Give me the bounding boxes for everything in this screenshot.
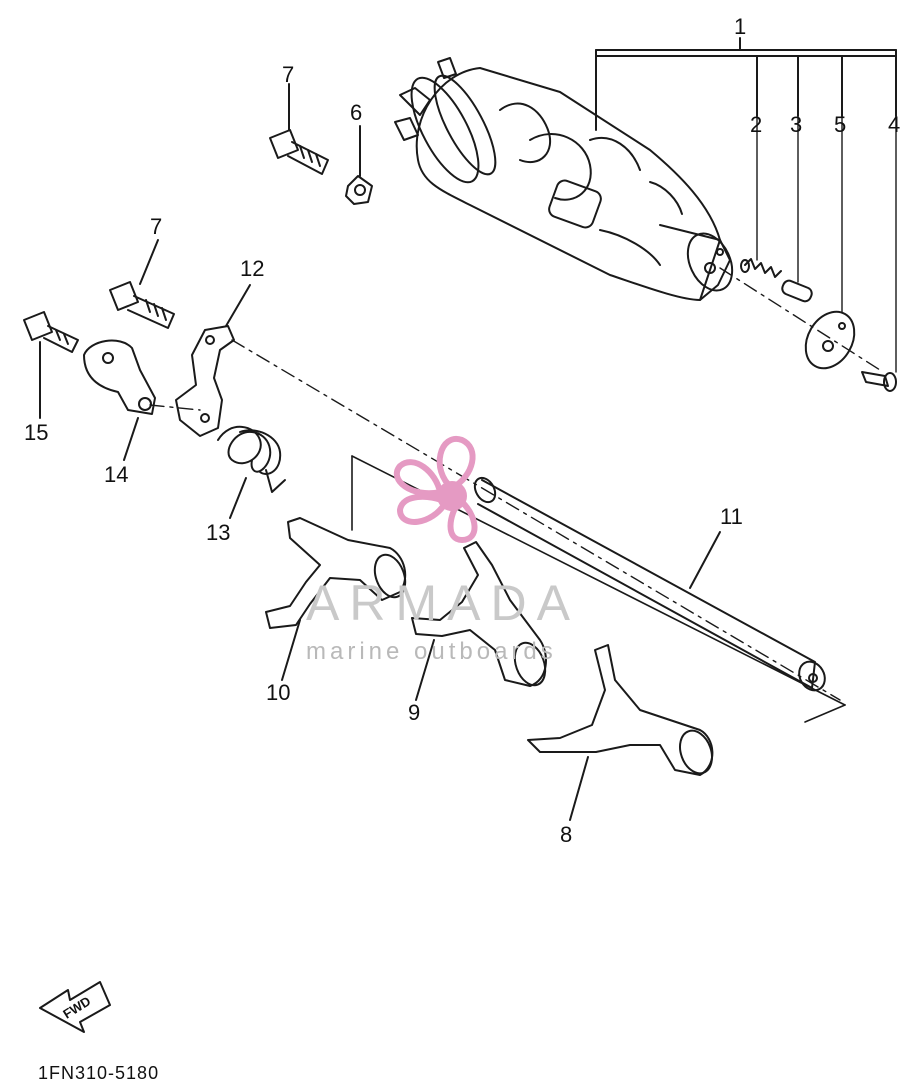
callout-12: 12 [240,256,265,281]
callout-6: 6 [350,100,363,125]
segment-plate-part-12 [175,325,235,437]
watermark-tagline: marine outboards [306,638,557,665]
callout-bracket-1 [595,37,897,131]
screw-part-4 [861,371,897,392]
bolt-part-7-lower [109,281,175,329]
shift-drum [394,57,734,301]
callout-11: 11 [720,504,743,529]
callout-15: 15 [24,420,49,445]
forward-direction-arrow-icon [39,981,111,1033]
shift-fork-part-8 [527,644,714,776]
callout-9: 9 [408,700,421,725]
shift-fork-shaft-part-11 [473,476,826,692]
callout-7-lower: 7 [150,214,163,239]
pin-part-3 [781,279,813,303]
stopper-lever-part-14 [83,339,156,415]
callout-7-upper: 7 [282,62,295,87]
watermark-propeller-icon [393,435,478,544]
callout-1: 1 [734,14,747,39]
callout-10: 10 [266,680,291,705]
plate-part-5 [804,310,856,370]
callout-8: 8 [560,822,573,847]
watermark-brand: ARMADA [306,575,580,631]
bolt-part-15 [23,311,79,353]
torsion-spring-part-13 [217,425,286,493]
spring-part-2 [740,258,782,278]
callout-4: 4 [888,112,901,137]
callout-5: 5 [834,112,847,137]
diagram-code: 1FN310-5180 [38,1063,160,1083]
washer-part-6 [345,175,373,205]
callout-14: 14 [104,462,129,487]
assembly-axis [149,267,881,701]
bolt-part-7-upper [269,129,329,175]
callout-2: 2 [750,112,763,137]
shift-fork-part-10 [265,517,407,629]
callout-13: 13 [206,520,231,545]
shift-fork-part-9 [411,541,547,687]
callout-3: 3 [790,112,803,137]
